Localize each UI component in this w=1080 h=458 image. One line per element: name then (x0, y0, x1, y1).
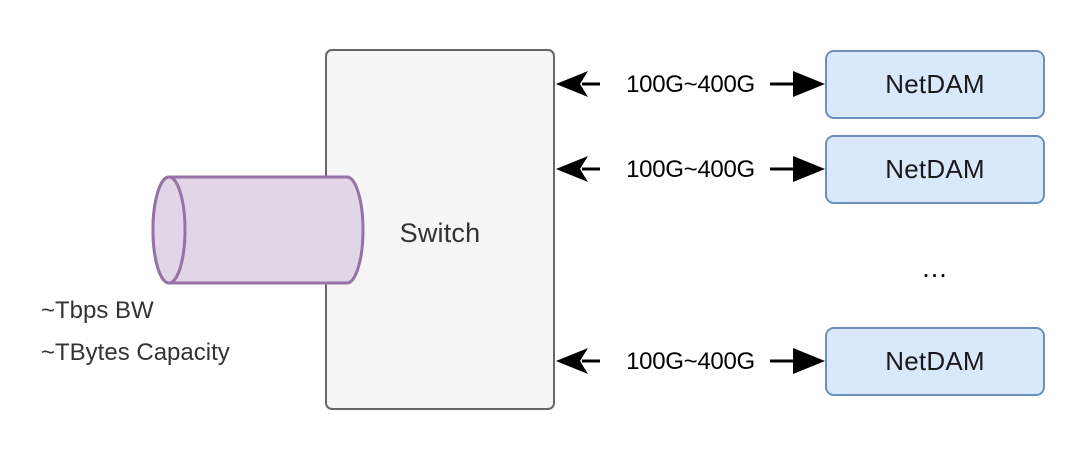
ellipsis-indicator: ... (922, 253, 948, 283)
netdam-node-2[interactable]: NetDAM (825, 135, 1045, 204)
netdam-node-1[interactable]: NetDAM (825, 50, 1045, 119)
arrow-left-icon (556, 71, 588, 97)
arrow-right-icon (793, 348, 825, 374)
netdam-node-label: NetDAM (885, 154, 985, 184)
netdam-node-label: NetDAM (885, 69, 985, 99)
switch-label: Switch (399, 218, 481, 248)
link-connector-2 (556, 156, 825, 182)
netdam-node-3[interactable]: NetDAM (825, 327, 1045, 396)
netdam-node-label: NetDAM (885, 346, 985, 376)
storage-caption-line-1: ~Tbps BW (41, 297, 154, 324)
storage-caption: ~Tbps BW ~TBytes Capacity (41, 290, 230, 374)
arrow-right-icon (793, 156, 825, 182)
cylinder-icon (151, 175, 365, 285)
link-connector-3 (556, 348, 825, 374)
arrow-right-icon (793, 71, 825, 97)
link-connector-1 (556, 71, 825, 97)
arrow-left-icon (556, 348, 588, 374)
link-label-1: 100G~400G (626, 71, 755, 98)
storage-cylinder[interactable] (151, 173, 371, 287)
link-label-3: 100G~400G (626, 348, 755, 375)
storage-caption-line-2: ~TBytes Capacity (41, 339, 230, 366)
arrow-left-icon (556, 156, 588, 182)
link-label-2: 100G~400G (626, 156, 755, 183)
